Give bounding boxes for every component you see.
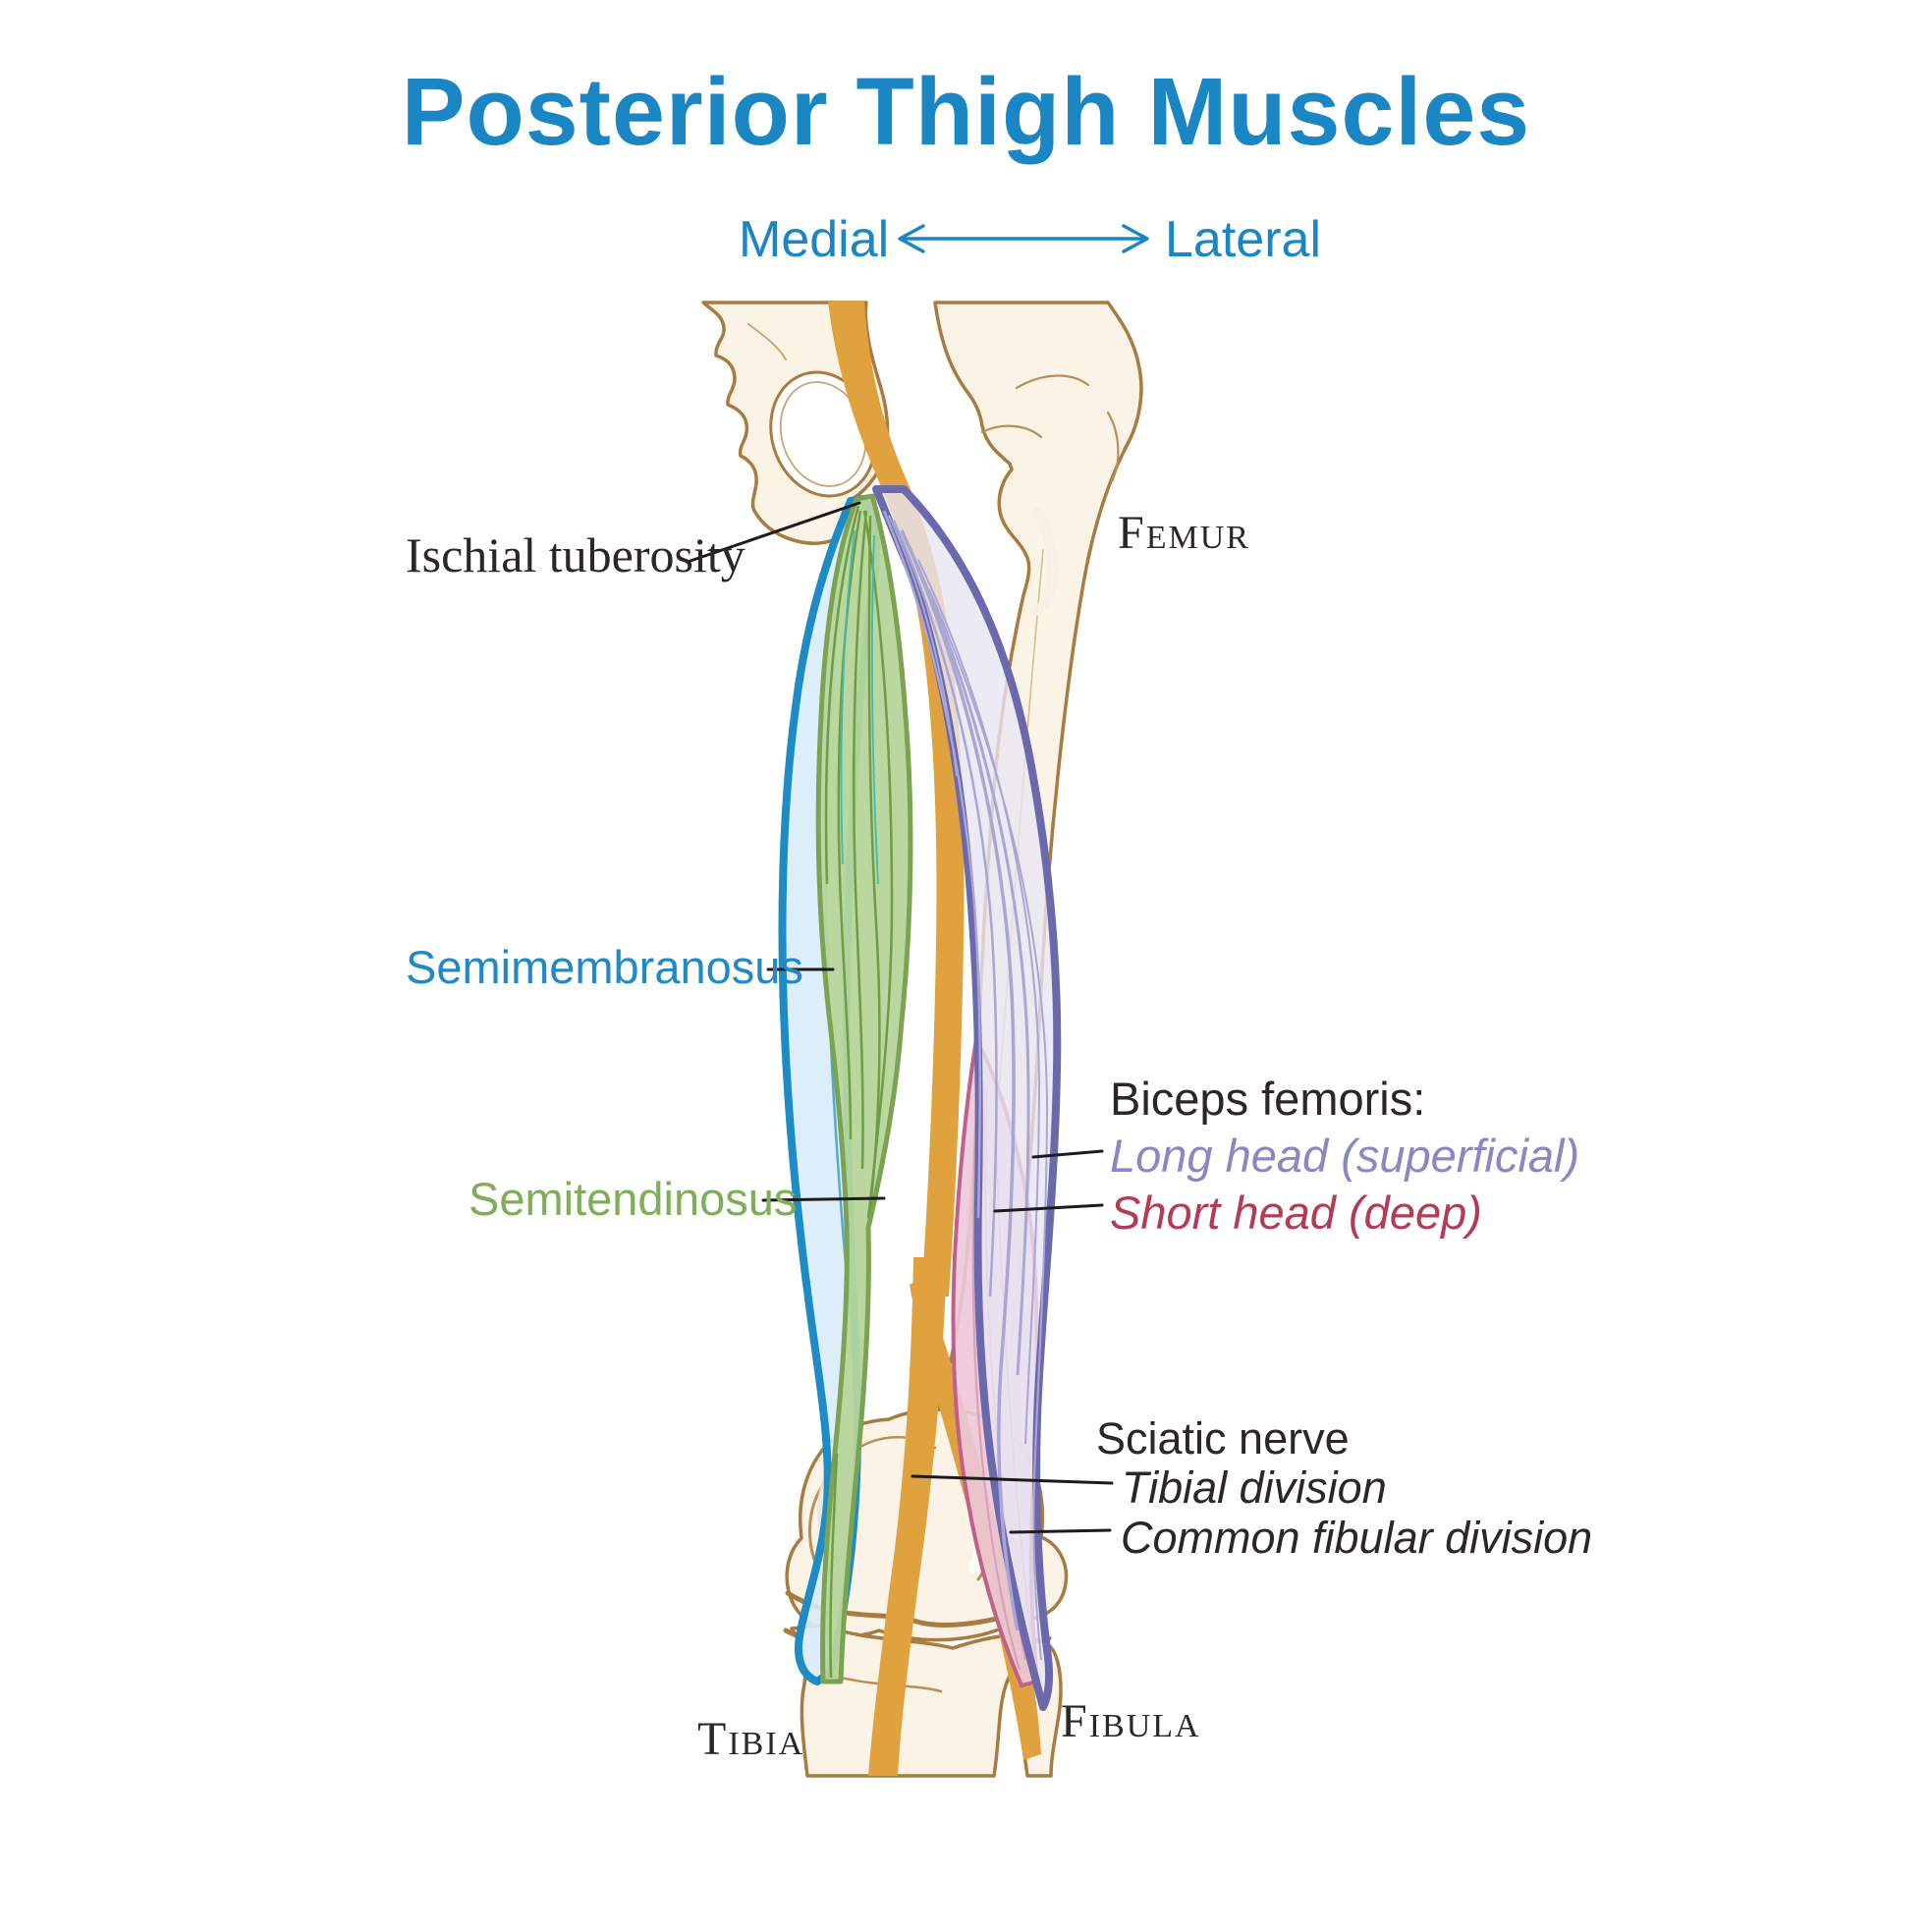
biceps-long-head-label: Long head (superficial) [1110, 1130, 1580, 1182]
semimembranosus-label: Semimembranosus [406, 941, 803, 993]
biceps-short-head-label: Short head (deep) [1110, 1187, 1482, 1239]
tibia-label: Tibia [697, 1713, 805, 1765]
leader-long-head [1031, 1149, 1104, 1159]
orientation-medial-label: Medial [739, 211, 890, 268]
common-fibular-division-label: Common fibular division [1121, 1513, 1593, 1563]
ischial-tuberosity-label: Ischial tuberosity [406, 527, 745, 582]
leader-short-head [993, 1203, 1104, 1213]
orientation-lateral-label: Lateral [1165, 211, 1321, 268]
leader-ischial-tuberosity [686, 501, 861, 564]
medial-lateral-arrow [898, 224, 1149, 253]
biceps-femoris-heading: Biceps femoris: [1110, 1073, 1426, 1125]
leader-lines [686, 501, 1114, 1534]
sciatic-nerve-label: Sciatic nerve [1096, 1413, 1350, 1463]
leader-tibial-division [911, 1474, 1114, 1485]
biceps-long-head [872, 485, 1062, 1711]
semitendinosus-muscle [815, 493, 913, 1684]
femur-label: Femur [1118, 507, 1250, 559]
tibia-bone [790, 1623, 1045, 1778]
semitendinosus-label: Semitendinosus [469, 1173, 798, 1225]
tibial-division-label: Tibial division [1122, 1463, 1387, 1513]
leader-common-fibular [1009, 1528, 1112, 1534]
page-title: Posterior Thigh Muscles [401, 58, 1531, 165]
tibial-division-nerve [868, 1257, 947, 1776]
fibula-label: Fibula [1061, 1695, 1201, 1747]
leader-semitendinosus [761, 1196, 886, 1202]
